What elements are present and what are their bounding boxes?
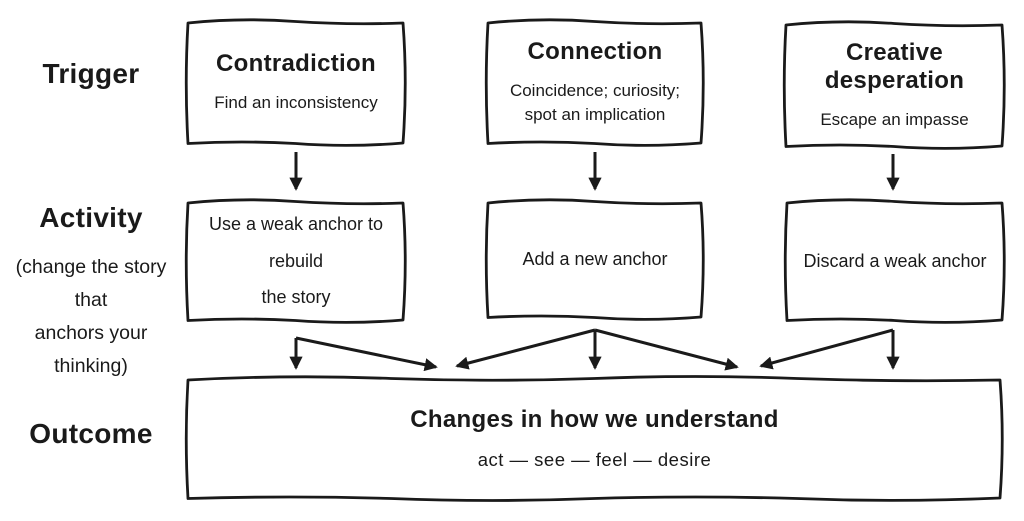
- flow-arrows: [289, 152, 900, 372]
- box-title: Creative desperation: [824, 38, 965, 94]
- flow-arrow: [759, 328, 894, 370]
- box-subtitle-2: spot an implication: [524, 105, 666, 124]
- row-label-activity: Activity: [39, 202, 143, 233]
- box-outlines: [184, 18, 1006, 502]
- activity-box-1: Use a weak anchor to rebuild the story: [187, 200, 405, 322]
- box-title: Contradiction: [216, 50, 376, 78]
- outcome-box: Changes in how we understand act — see —…: [187, 377, 1002, 500]
- flow-arrow: [455, 328, 596, 370]
- flow-arrow: [295, 336, 438, 372]
- box-subtitle: Find an inconsistency: [214, 93, 378, 113]
- activity-box-3: Discard a weak anchor: [786, 200, 1004, 322]
- activity-note: (change the story that anchors your thin…: [0, 251, 182, 384]
- box-outline: [184, 375, 1004, 502]
- box-subtitle: Coincidence; curiosity;: [509, 81, 681, 101]
- trigger-box-2: Connection Coincidence; curiosity; spot …: [487, 20, 703, 145]
- box-text-line1: Use a weak anchor to rebuild: [208, 213, 384, 271]
- activity-box-2: Add a new anchor: [487, 200, 703, 319]
- box-outline: [184, 198, 407, 324]
- box-text: Use a weak anchor to rebuild the story: [187, 206, 405, 317]
- box-text-line2: the story: [261, 287, 331, 308]
- outcome-title: Changes in how we understand: [410, 406, 779, 433]
- box-outline: [782, 20, 1006, 150]
- activity-note-line2: anchors your thinking): [34, 322, 148, 378]
- box-outline: [484, 18, 705, 147]
- trigger-box-1: Contradiction Find an inconsistency: [187, 20, 405, 145]
- box-text: Add a new anchor: [522, 241, 667, 278]
- box-outline: [184, 18, 407, 147]
- row-label-outcome: Outcome: [29, 418, 153, 449]
- flow-arrow: [594, 328, 739, 371]
- activity-note-line1: (change the story that: [15, 256, 167, 312]
- box-outline: [783, 198, 1006, 324]
- box-outline: [484, 198, 705, 321]
- outcome-subtitle: act — see — feel — desire: [477, 449, 712, 470]
- row-label-trigger: Trigger: [42, 58, 140, 89]
- box-text: Discard a weak anchor: [803, 243, 986, 280]
- box-text-line1: Discard a weak anchor: [803, 250, 987, 271]
- box-subtitle: Escape an impasse: [820, 109, 969, 129]
- trigger-box-3: Creative desperation Escape an impasse: [785, 22, 1004, 148]
- box-title: Connection: [527, 38, 663, 66]
- box-text-line1: Add a new anchor: [522, 249, 668, 270]
